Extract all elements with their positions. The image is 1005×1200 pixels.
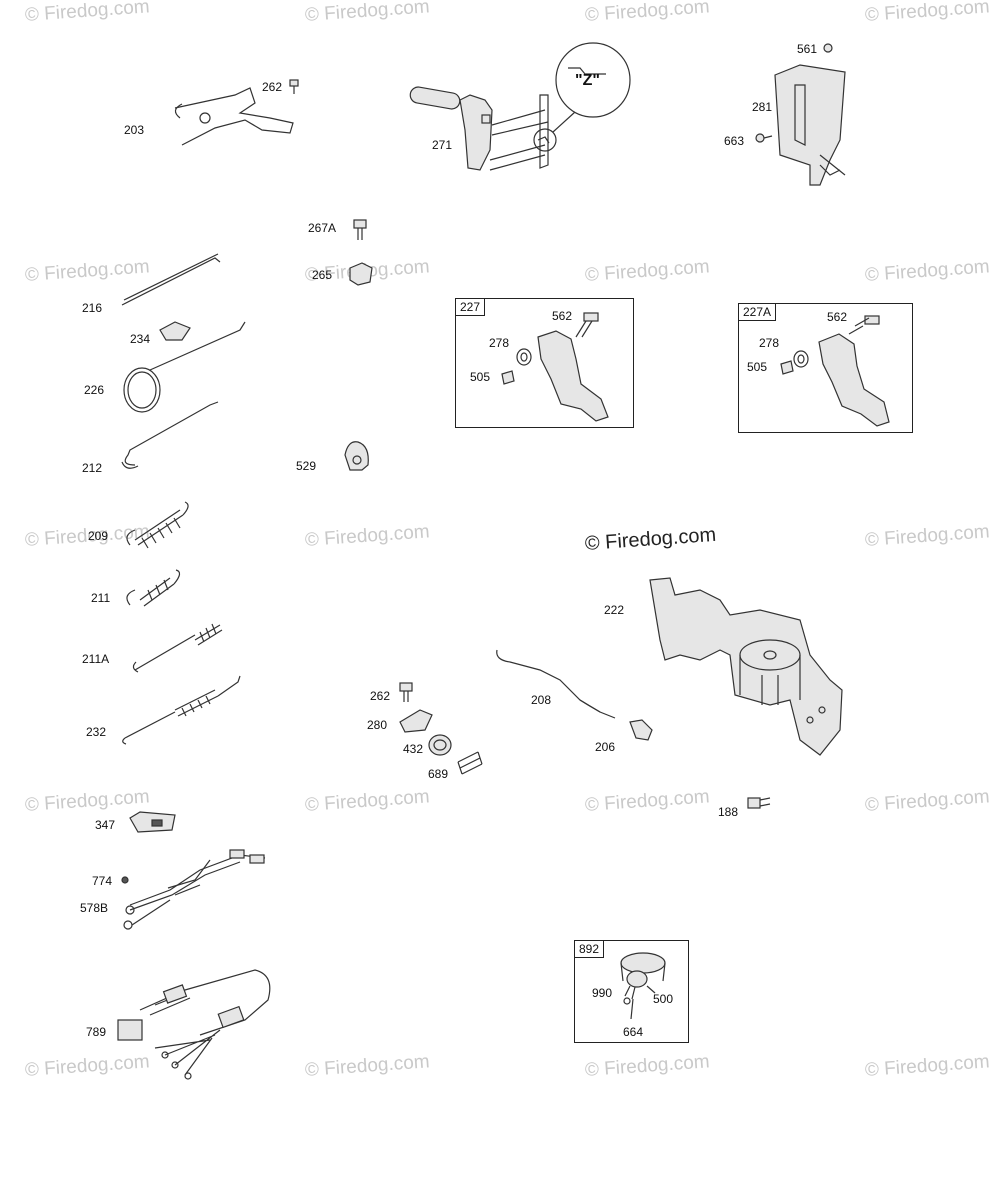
part-label: 267A: [308, 221, 337, 235]
assembly-box-tag: 227A: [739, 304, 777, 321]
part-label: 505: [470, 370, 491, 384]
part-label: 211A: [82, 652, 110, 666]
part-663-screw-drawing: [755, 133, 773, 143]
part-label: 432: [403, 742, 424, 756]
part-689-drawing: [457, 751, 483, 775]
part-label: 347: [95, 818, 116, 832]
assembly-892-drawing: [620, 952, 666, 1020]
part-label: 774: [92, 874, 113, 888]
part-211-spring-drawing: [126, 569, 181, 607]
part-label: 206: [595, 740, 616, 754]
part-208-link-drawing: [496, 649, 616, 719]
part-label: 689: [428, 767, 449, 781]
part-188-bolt-drawing: [747, 797, 771, 809]
part-347-drawing: [129, 811, 176, 833]
part-label: 222: [604, 603, 625, 617]
part-label: 262: [262, 80, 283, 94]
part-label: 188: [718, 805, 739, 819]
part-774-screw-drawing: [121, 876, 129, 884]
part-label: 234: [130, 332, 151, 346]
part-label: 664: [623, 1025, 644, 1039]
assembly-227-drawing: [501, 312, 609, 422]
part-label: 529: [296, 459, 317, 473]
part-label: 271: [432, 138, 453, 152]
part-label: 208: [531, 693, 552, 707]
part-label: 562: [827, 310, 848, 324]
part-label: 212: [82, 461, 103, 475]
assembly-box-tag: 227: [456, 299, 486, 316]
assembly-box-227A: 227A 562 278 505: [738, 303, 913, 433]
part-label: 203: [124, 123, 145, 137]
part-267A-bolt-drawing: [353, 219, 367, 240]
assembly-box-tag: 892: [575, 941, 605, 958]
part-271-drawing: [409, 86, 549, 171]
part-212-rod-drawing: [121, 401, 219, 469]
part-262-screw-drawing: [289, 79, 299, 94]
part-label: 789: [86, 1025, 107, 1039]
detail-z-callout-drawing: [533, 42, 631, 152]
part-262-lower-screw-drawing: [399, 682, 413, 702]
part-label: 562: [552, 309, 573, 323]
part-281-drawing: [774, 64, 846, 186]
part-203-drawing: [174, 87, 294, 146]
part-label: 278: [759, 336, 780, 350]
part-label: 578B: [80, 901, 109, 915]
part-209-spring-drawing: [126, 501, 189, 549]
part-206-drawing: [629, 719, 653, 741]
part-label: 262: [370, 689, 391, 703]
part-label: 226: [84, 383, 105, 397]
assembly-box-227: 227 562 278 505: [455, 298, 634, 428]
detail-z-label: "Z": [575, 72, 600, 89]
part-label: 281: [752, 100, 773, 114]
part-label: 663: [724, 134, 745, 148]
part-222-drawing: [649, 577, 843, 756]
part-578B-harness-drawing: [123, 849, 266, 930]
part-226-cable-drawing: [123, 321, 246, 413]
part-label: 232: [86, 725, 107, 739]
part-label: 265: [312, 268, 333, 282]
part-232-spring-drawing: [122, 675, 241, 745]
assembly-227A-drawing: [780, 315, 890, 427]
part-280-drawing: [399, 709, 433, 733]
part-label: 278: [489, 336, 510, 350]
part-label: 211: [91, 591, 111, 605]
part-529-drawing: [344, 441, 369, 471]
part-label: 209: [88, 529, 109, 543]
part-label: 216: [82, 301, 103, 315]
part-561-nut-drawing: [823, 43, 833, 53]
part-234-clip-drawing: [159, 321, 191, 341]
part-216-rod-drawing: [121, 253, 221, 306]
part-label: 505: [747, 360, 768, 374]
part-label: 990: [592, 986, 613, 1000]
part-label: 561: [797, 42, 818, 56]
assembly-box-892: 892 990 500 664: [574, 940, 689, 1043]
part-211A-spring-drawing: [132, 623, 223, 673]
part-label: 500: [653, 992, 674, 1006]
part-432-drawing: [428, 734, 452, 756]
part-789-harness-drawing: [117, 969, 271, 1080]
part-label: 280: [367, 718, 388, 732]
part-265-clip-drawing: [349, 262, 373, 286]
